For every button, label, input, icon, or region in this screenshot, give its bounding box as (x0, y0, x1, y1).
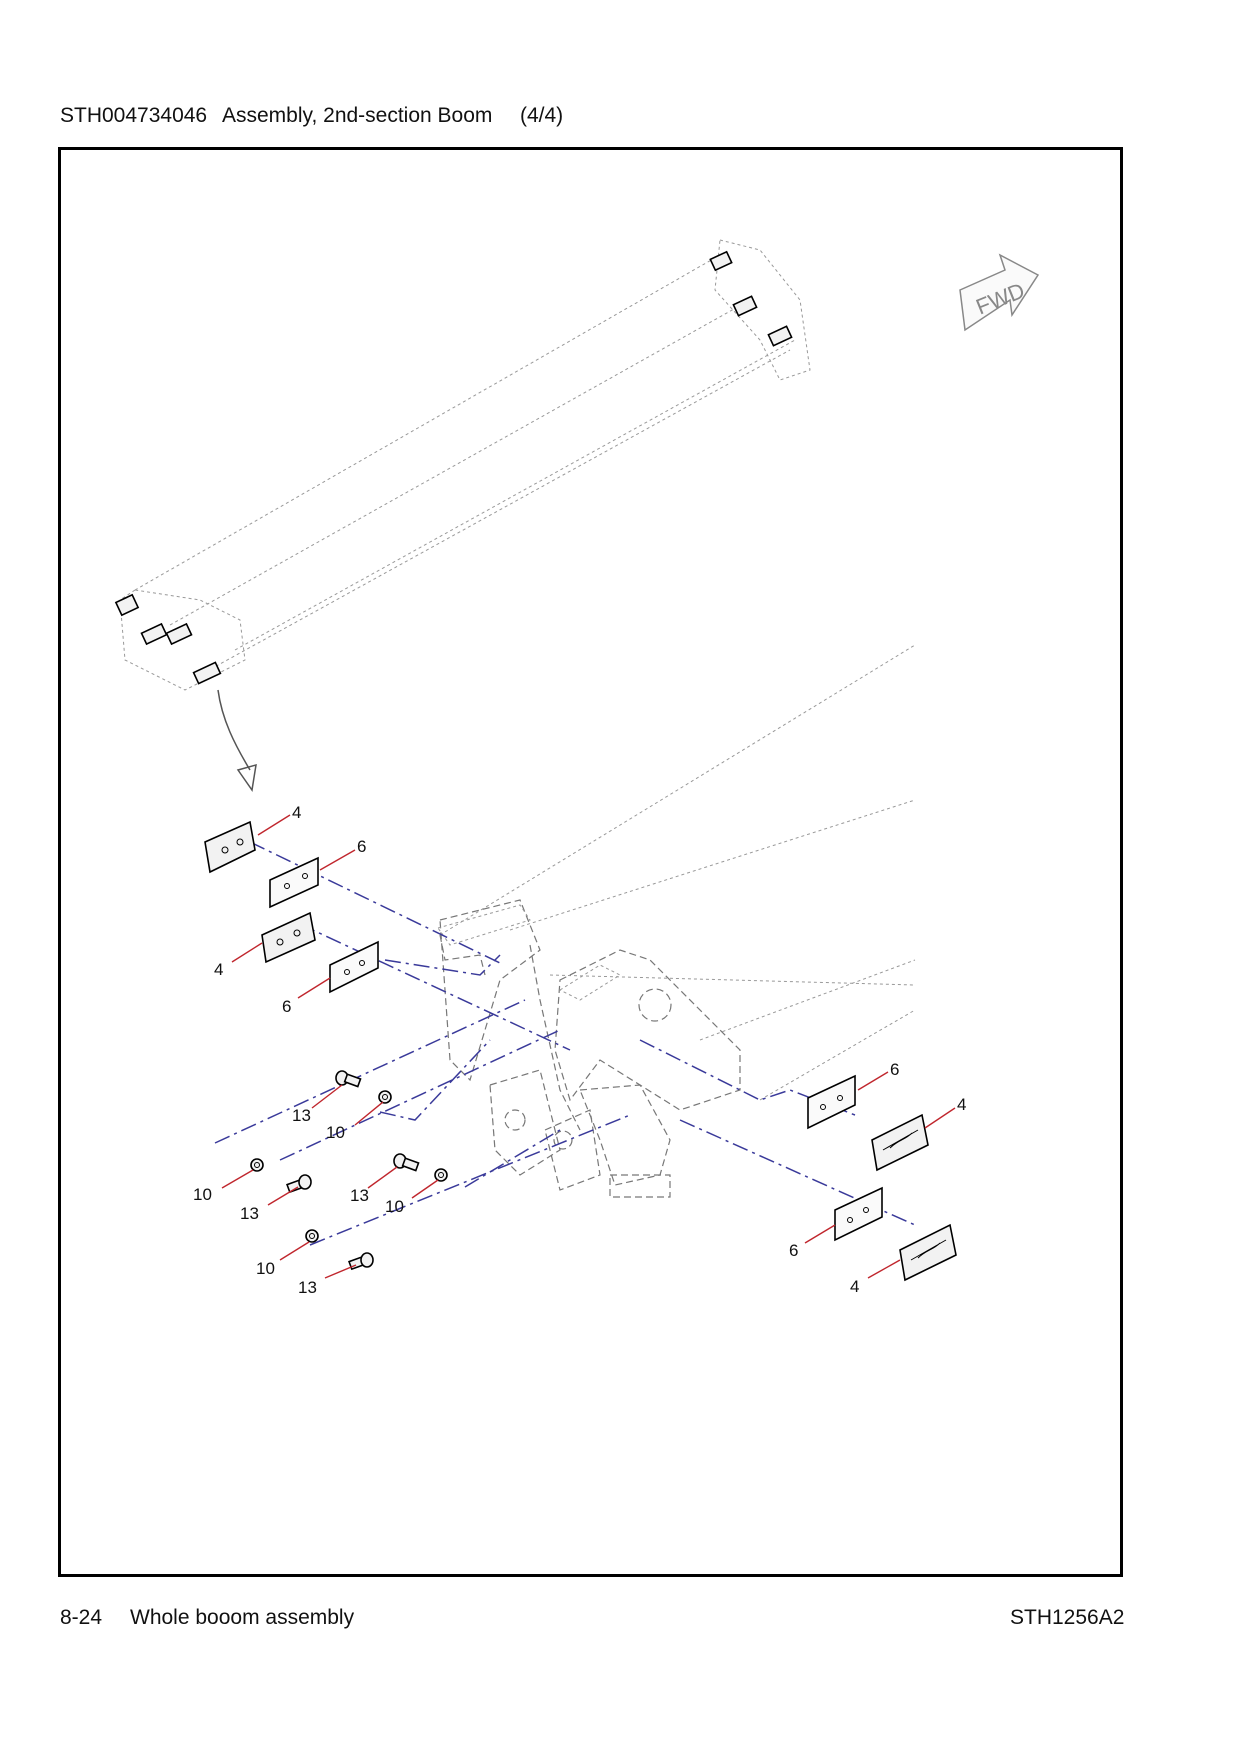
washer-d (305, 1229, 319, 1243)
assembly-flow-lines (214, 841, 916, 1246)
fwd-direction-arrow: FWD (959, 253, 1040, 332)
washer-c (434, 1168, 448, 1182)
footer-page-number: 8-24 (60, 1606, 103, 1629)
wear-pad-top-2 (261, 911, 316, 964)
footer-section: Whole booom assembly (130, 1606, 355, 1629)
callout-pad-right-2: 4 (850, 1277, 859, 1296)
callout-pad-right-1: 4 (957, 1095, 966, 1114)
callout-bolt-c: 13 (350, 1186, 369, 1205)
callout-pad-top-1: 4 (292, 803, 301, 822)
callout-numbers: 4 6 4 6 6 4 6 4 13 10 10 13 13 10 10 13 (193, 803, 966, 1297)
boom-overview (114, 239, 811, 792)
bolt-c (393, 1153, 420, 1172)
callout-pad-top-2: 4 (214, 960, 223, 979)
callout-shim-right-2: 6 (789, 1241, 798, 1260)
shim-top-2 (329, 940, 379, 994)
callout-bolt-a: 13 (292, 1106, 311, 1125)
wear-pad-right-2 (899, 1223, 957, 1282)
boom-section-detail (437, 644, 916, 1198)
header-page-fraction: (4/4) (520, 104, 564, 127)
footer-reference: STH1256A2 (1010, 1606, 1125, 1629)
callout-washer-b: 10 (193, 1185, 212, 1204)
callout-bolt-b: 13 (240, 1204, 259, 1223)
header-part-number: STH004734046 (60, 104, 208, 127)
callout-shim-top-1: 6 (357, 837, 366, 856)
header-title: Assembly, 2nd-section Boom (222, 104, 493, 127)
washer-b (250, 1158, 264, 1172)
shim-right-2 (834, 1186, 883, 1242)
callout-shim-right-1: 6 (890, 1060, 899, 1079)
drawing-frame (58, 147, 1123, 1577)
callout-shim-top-2: 6 (282, 997, 291, 1016)
wear-pad-top-1 (204, 820, 256, 874)
callout-washer-c: 10 (385, 1197, 404, 1216)
shim-right-1 (807, 1074, 856, 1130)
wear-pad-right-1 (871, 1113, 929, 1172)
bolt-a (335, 1070, 362, 1088)
callout-bolt-d: 13 (298, 1278, 317, 1297)
shim-top-1 (269, 856, 319, 909)
bolt-b (286, 1174, 312, 1194)
washer-a (378, 1090, 392, 1104)
callout-leaders (221, 814, 956, 1279)
callout-washer-d: 10 (256, 1259, 275, 1278)
callout-washer-a: 10 (326, 1123, 345, 1142)
